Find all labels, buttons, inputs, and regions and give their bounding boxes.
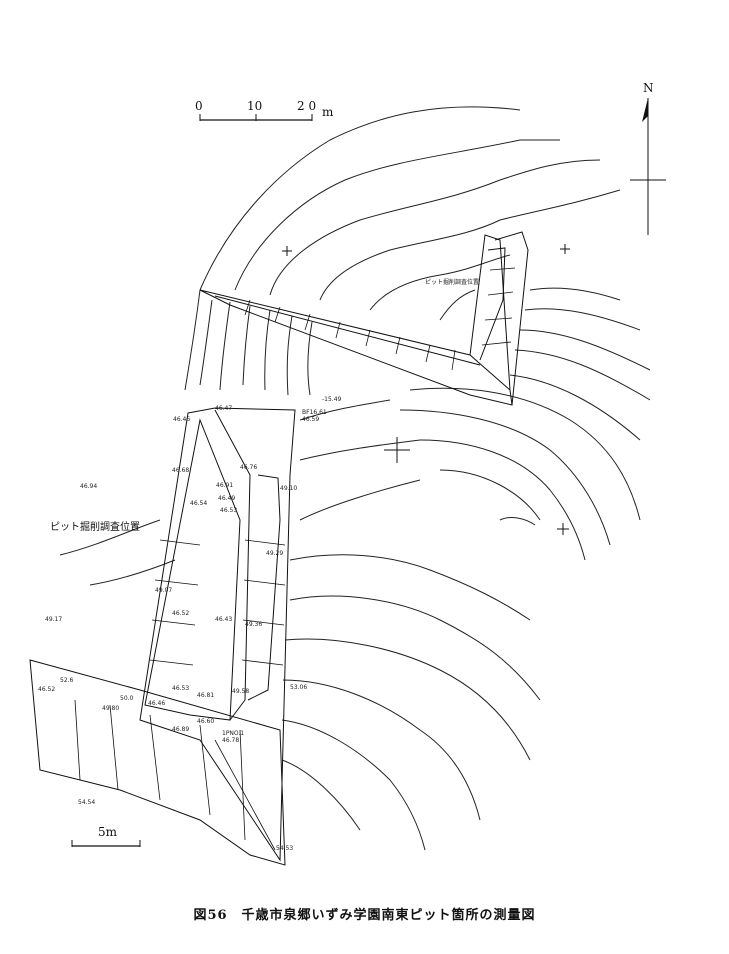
elevation-label: 46.52 bbox=[38, 686, 55, 693]
elevation-label: 46.46 bbox=[148, 700, 165, 707]
elevation-label: 46.89 bbox=[172, 726, 189, 733]
north-label: N bbox=[643, 81, 654, 95]
elevation-label: 46.76 bbox=[240, 464, 257, 471]
elevation-label: 46.78 bbox=[222, 737, 239, 744]
elevation-label: 49.07 bbox=[155, 587, 172, 594]
grid-marks bbox=[282, 244, 570, 535]
scale-detail-label: 5m bbox=[98, 825, 118, 839]
elevation-label: 49.10 bbox=[280, 485, 297, 492]
elevation-label: 1PNO.1 bbox=[222, 730, 244, 737]
label-pit-survey-small: ピット掘削調査位置 bbox=[425, 278, 479, 286]
elevation-label: 49.58 bbox=[232, 688, 249, 695]
elevation-label: 52.6 bbox=[60, 677, 74, 684]
scale-bar-main: 0 10 2 0 m bbox=[195, 99, 334, 121]
elevation-label: 46.91 bbox=[216, 482, 233, 489]
label-pit-survey: ピット掘削調査位置 bbox=[50, 520, 140, 533]
figure-caption: 図56 千歳市泉郷いずみ学園南東ピット箇所の測量図 bbox=[193, 908, 536, 923]
elevation-label: 46.94 bbox=[80, 483, 97, 490]
elevation-label: BF16.61 bbox=[302, 409, 327, 416]
elevation-label: 50.0 bbox=[120, 695, 134, 702]
elevation-label: 53.06 bbox=[290, 684, 307, 691]
elevation-label: 49.29 bbox=[266, 550, 283, 557]
elevation-label: 46.49 bbox=[218, 495, 235, 502]
elevation-labels: 46.46 46.47 46.68 BF16.61 46.59 -15.49 4… bbox=[38, 396, 342, 852]
scale-tick-10: 10 bbox=[247, 99, 262, 113]
elevation-label: 46.53 bbox=[172, 685, 189, 692]
elevation-label: 46.81 bbox=[197, 692, 214, 699]
elevation-label: 46.47 bbox=[215, 405, 232, 412]
elevation-label: 54.53 bbox=[276, 845, 293, 852]
scale-bar-detail: 5m bbox=[71, 825, 141, 847]
upper-trench: ピット掘削調査位置 bbox=[199, 231, 529, 406]
elevation-label: 46.54 bbox=[190, 500, 207, 507]
elevation-label: 49.80 bbox=[102, 705, 119, 712]
lower-trench bbox=[29, 407, 296, 866]
elevation-label: 49.36 bbox=[245, 621, 262, 628]
scale-unit: m bbox=[322, 105, 334, 119]
elevation-label: 46.68 bbox=[172, 467, 189, 474]
elevation-label: 46.59 bbox=[302, 416, 319, 423]
elevation-label: 49.17 bbox=[45, 616, 62, 623]
elevation-label: -15.49 bbox=[322, 396, 342, 403]
scale-tick-0: 0 bbox=[195, 99, 203, 113]
elevation-label: 54.54 bbox=[78, 799, 95, 806]
contour-lines bbox=[59, 106, 651, 851]
elevation-label: 46.52 bbox=[172, 610, 189, 617]
scale-tick-20: 2 0 bbox=[297, 99, 316, 113]
elevation-label: 46.46 bbox=[173, 416, 190, 423]
elevation-label: 46.53 bbox=[220, 507, 237, 514]
elevation-label: 46.43 bbox=[215, 616, 232, 623]
elevation-label: 46.60 bbox=[197, 718, 214, 725]
north-arrow-icon: N bbox=[630, 81, 666, 235]
